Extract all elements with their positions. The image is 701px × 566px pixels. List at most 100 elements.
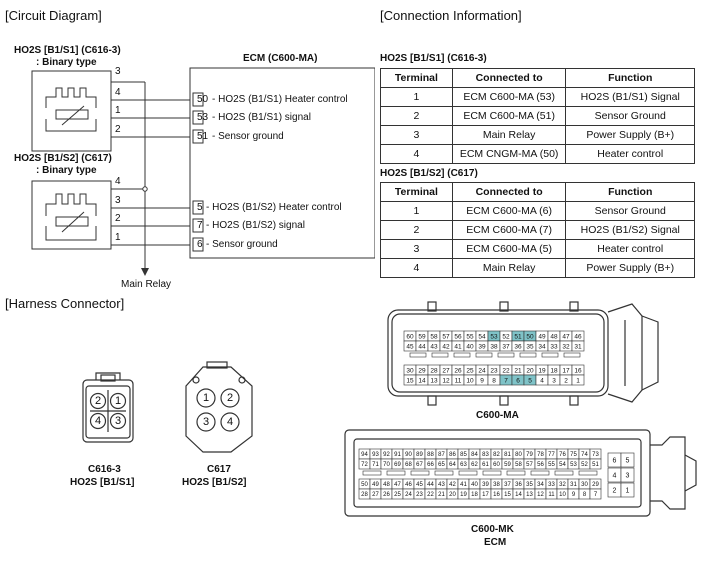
main-relay-label: Main Relay xyxy=(121,279,172,290)
connector-key-slot xyxy=(563,352,581,358)
connector-pin-label: 45 xyxy=(406,343,414,350)
connector-pin-label: 38 xyxy=(490,343,498,350)
connector-pin-label: 30 xyxy=(406,367,414,374)
connector-key-slot xyxy=(386,470,406,476)
table-cell: Sensor Ground xyxy=(565,106,695,126)
table-cell: 3 xyxy=(380,125,453,145)
section-connection-heading: [Connection Information] xyxy=(380,8,522,23)
connector-pin-label: 4 xyxy=(613,472,617,479)
connector-pin-label: 28 xyxy=(361,492,368,498)
table-row: 2 ECM C600-MA (51) Sensor Ground xyxy=(380,106,695,126)
connector-pin-label: 54 xyxy=(559,462,566,468)
connector-pin-label: 9 xyxy=(480,377,484,384)
connector-pin-label: 35 xyxy=(526,343,534,350)
ecm-pin-number: 53 xyxy=(197,112,209,123)
connector-pin-label: 11 xyxy=(548,492,555,498)
connector-pin-label: 93 xyxy=(372,452,379,458)
sensor2-pin: 2 xyxy=(115,213,121,224)
connector-key-slot xyxy=(482,470,502,476)
c616-pin: 2 xyxy=(95,395,102,407)
connector-pin-label: 39 xyxy=(478,343,486,350)
connector-pin-label: 64 xyxy=(449,462,456,468)
table-cell: ECM C600-MA (51) xyxy=(451,106,567,126)
connector-key-slot xyxy=(497,352,515,358)
connector-pin-label: 6 xyxy=(516,377,520,384)
sensor2-title: HO2S [B1/S2] (C617) xyxy=(14,153,112,164)
connector-pin-label: 48 xyxy=(550,333,558,340)
connector-pin-label: 90 xyxy=(405,452,412,458)
table-cell: ECM C600-MA (5) xyxy=(451,239,567,259)
connector-pin-label: 12 xyxy=(442,377,450,384)
table-cell: ECM CNGM-MA (50) xyxy=(451,144,567,164)
table1-title: HO2S [B1/S1] (C616-3) xyxy=(380,53,487,64)
table-cell: 2 xyxy=(380,220,453,240)
connector-pin-label: 3 xyxy=(552,377,556,384)
connector-pin-label: 5 xyxy=(626,457,630,464)
connector-pin-label: 20 xyxy=(449,492,456,498)
connector-pin-label: 88 xyxy=(427,452,434,458)
connector-pin-label: 59 xyxy=(418,333,426,340)
connector-pin-label: 72 xyxy=(361,462,368,468)
connector-pin-label: 33 xyxy=(548,482,555,488)
sensor2-pin: 4 xyxy=(115,176,121,187)
table-cell: 1 xyxy=(380,201,453,221)
connector-pin-label: 33 xyxy=(550,343,558,350)
connector-pin-label: 36 xyxy=(515,482,522,488)
connector-pin-label: 48 xyxy=(383,482,390,488)
ecm-pin-number: 5 xyxy=(197,202,203,213)
connector-pin-cell xyxy=(571,340,585,352)
connector-pin-label: 78 xyxy=(537,452,544,458)
connector-pin-label: 84 xyxy=(471,452,478,458)
connector-pin-label: 36 xyxy=(514,343,522,350)
connector-pin-label: 66 xyxy=(427,462,434,468)
connector-pin-label: 30 xyxy=(581,482,588,488)
connector-pin-label: 42 xyxy=(449,482,456,488)
connector-pin-label: 22 xyxy=(502,367,510,374)
circuit-diagram xyxy=(31,67,375,276)
connector-pin-label: 16 xyxy=(493,492,500,498)
connector-pin-label: 37 xyxy=(504,482,511,488)
connector-pin-label: 17 xyxy=(482,492,489,498)
table-row: 1 ECM C600-MA (53) HO2S (B1/S1) Signal xyxy=(380,87,695,107)
ecm-pin-desc: - HO2S (B1/S2) Heater control xyxy=(206,202,342,213)
table-cell: Power Supply (B+) xyxy=(565,258,695,278)
connector-pin-label: 47 xyxy=(562,333,570,340)
connector-pin-label: 44 xyxy=(427,482,434,488)
table-row: 4 ECM CNGM-MA (50) Heater control xyxy=(380,144,695,164)
connector-pin-label: 10 xyxy=(466,377,474,384)
ecm-pin-desc: - Sensor ground xyxy=(212,131,284,142)
connector-pin-label: 7 xyxy=(594,492,598,498)
connector-pin-label: 25 xyxy=(466,367,474,374)
c617-pin: 3 xyxy=(203,416,210,428)
connector-pin-label: 44 xyxy=(418,343,426,350)
connector-pin-cell xyxy=(589,458,602,470)
ecm-pin-desc: - HO2S (B1/S2) signal xyxy=(206,220,305,231)
connector-pin-label: 13 xyxy=(430,377,438,384)
connector-pin-label: 51 xyxy=(592,462,599,468)
table-cell: 3 xyxy=(380,239,453,259)
connector-pin-label: 92 xyxy=(383,452,390,458)
connector-pin-label: 27 xyxy=(372,492,379,498)
section-circuit-heading: [Circuit Diagram] xyxy=(5,8,102,23)
connector-pin-label: 58 xyxy=(430,333,438,340)
table-cell: Main Relay xyxy=(451,258,567,278)
table-header-row: Terminal Connected to Function xyxy=(380,68,695,88)
connector-pin-label: 71 xyxy=(372,462,379,468)
connector-pin-label: 14 xyxy=(515,492,522,498)
table-cell: 2 xyxy=(380,106,453,126)
connector-pin-label: 38 xyxy=(493,482,500,488)
connector-pin-label: 45 xyxy=(416,482,423,488)
connector-pin-label: 49 xyxy=(538,333,546,340)
connector-pin-label: 55 xyxy=(548,462,555,468)
connector-pin-label: 87 xyxy=(438,452,445,458)
connector-pin-label: 31 xyxy=(570,482,577,488)
connector-pin-label: 43 xyxy=(438,482,445,488)
connector-pin-label: 41 xyxy=(454,343,462,350)
ecm-pin-desc: - Sensor ground xyxy=(206,239,278,250)
connector-key-slot xyxy=(519,352,537,358)
connector-pin-label: 10 xyxy=(559,492,566,498)
table-cell: 4 xyxy=(380,144,453,164)
ecm-pin-number: 7 xyxy=(197,220,203,231)
connector-pin-label: 29 xyxy=(592,482,599,488)
